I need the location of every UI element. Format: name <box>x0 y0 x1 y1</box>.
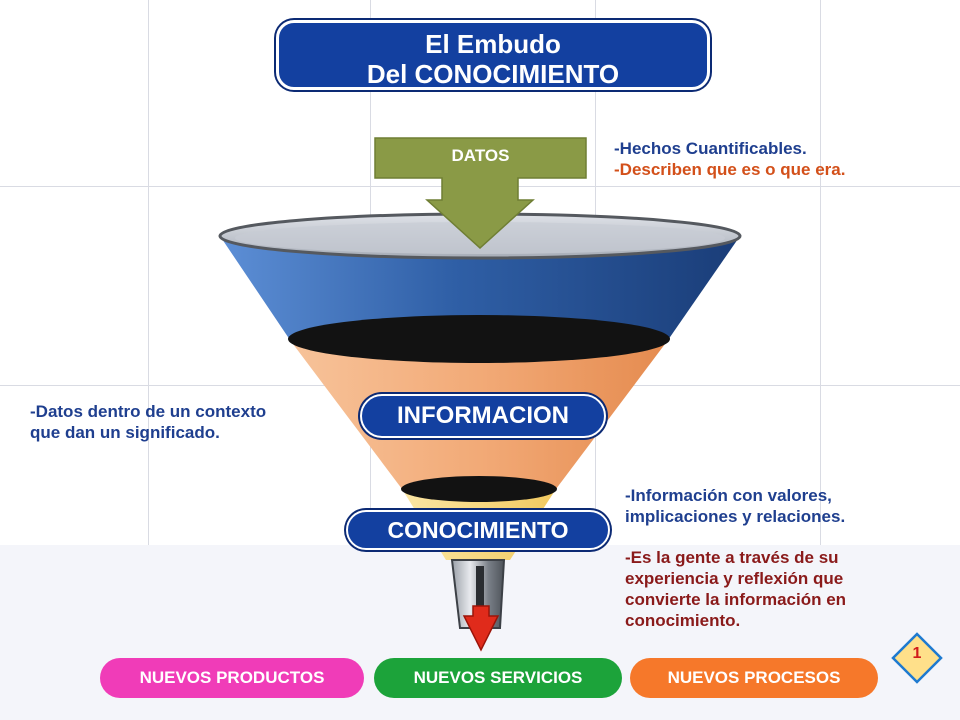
note-line: convierte la información en <box>625 590 847 609</box>
note-datos: -Hechos Cuantificables. -Describen que e… <box>614 138 845 180</box>
datos-label: DATOS <box>451 146 510 165</box>
note-line: -Es la gente a través de su <box>625 548 839 567</box>
note-line: conocimiento. <box>625 611 741 630</box>
funnel-layer-ellipse <box>288 315 670 363</box>
datos-arrow <box>374 137 587 250</box>
slide-number: 1 <box>912 645 922 662</box>
note-line: -Describen que es o que era. <box>614 160 846 179</box>
note-conocimiento-b: -Es la gente a través de su experiencia … <box>625 547 846 631</box>
funnel-layer-ellipse <box>401 476 557 502</box>
stage-informacion: INFORMACION <box>360 394 606 438</box>
output-nuevos-productos: NUEVOS PRODUCTOS <box>100 658 364 698</box>
note-informacion: -Datos dentro de un contexto que dan un … <box>30 401 266 443</box>
output-nuevos-procesos: NUEVOS PROCESOS <box>630 658 878 698</box>
grid-line <box>820 0 821 720</box>
output-nuevos-servicios: NUEVOS SERVICIOS <box>374 658 622 698</box>
page-title: El Embudo Del CONOCIMIENTO <box>276 20 710 90</box>
slide-number-badge <box>891 632 943 684</box>
funnel-top-section <box>220 236 740 340</box>
note-line: que dan un significado. <box>30 423 220 442</box>
title-line: El Embudo <box>425 29 561 59</box>
note-line: implicaciones y relaciones. <box>625 507 846 526</box>
note-line: -Datos dentro de un contexto <box>30 402 267 421</box>
stage-conocimiento: CONOCIMIENTO <box>346 510 610 550</box>
output-arrow <box>462 605 500 652</box>
grid-line <box>148 0 149 720</box>
note-line: -Información con valores, <box>625 486 832 505</box>
note-line: -Hechos Cuantificables. <box>614 139 807 158</box>
note-line: experiencia y reflexión que <box>625 569 844 588</box>
title-line: Del CONOCIMIENTO <box>366 59 620 89</box>
note-conocimiento-a: -Información con valores, implicaciones … <box>625 485 845 527</box>
